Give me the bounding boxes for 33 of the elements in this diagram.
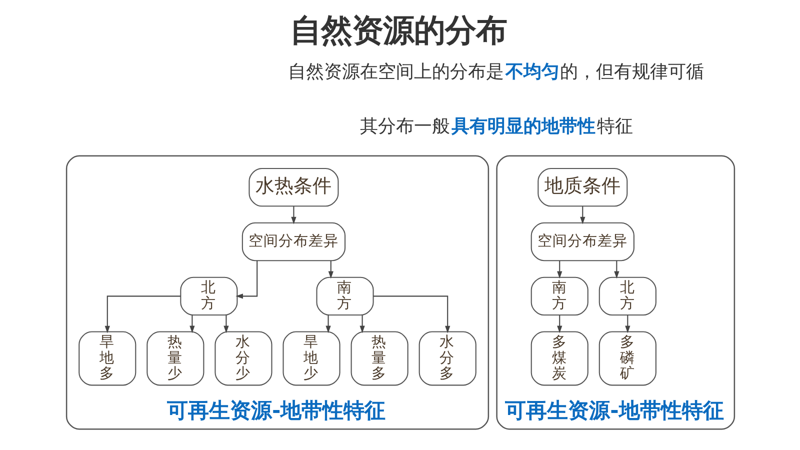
- node-box: 多煤炭: [530, 331, 588, 386]
- arrow: [189, 315, 194, 334]
- node-box: 水热条件: [248, 168, 338, 207]
- node-box: 南方: [530, 276, 588, 316]
- arrow: [372, 296, 450, 334]
- label: 自然资源在空间上的分布是不均匀的，但有规律可循: [287, 62, 704, 82]
- node-box: 空间分布差异: [530, 222, 634, 262]
- arrow: [325, 315, 330, 334]
- arrow: [580, 206, 585, 224]
- node-box: 旱地少: [282, 331, 340, 386]
- arrow: [359, 315, 364, 334]
- arrow: [624, 315, 630, 334]
- node-box: 北方: [180, 276, 238, 316]
- label: 其分布一般具有明显的地带性特征: [360, 116, 632, 137]
- node-box: 空间分布差异: [241, 222, 346, 262]
- arrow: [556, 260, 562, 279]
- arrow: [104, 296, 180, 334]
- arrow: [223, 315, 228, 334]
- arrow: [328, 260, 333, 279]
- node-box: 热量多: [350, 331, 408, 386]
- arrow: [556, 315, 562, 334]
- node-box: 旱地多: [78, 331, 136, 386]
- arrow: [235, 260, 258, 299]
- node-box: 热量少: [146, 331, 204, 386]
- node-box: 地质条件: [537, 168, 628, 207]
- diagram-title: 自然资源的分布: [290, 12, 507, 49]
- arrow: [290, 206, 296, 224]
- node-box: 北方: [598, 276, 656, 316]
- node-box: 水分少: [214, 331, 272, 386]
- node-box: 多磷矿: [598, 331, 656, 386]
- node-box: 南方: [316, 276, 374, 316]
- arrow: [614, 260, 619, 279]
- node-box: 水分多: [418, 331, 476, 386]
